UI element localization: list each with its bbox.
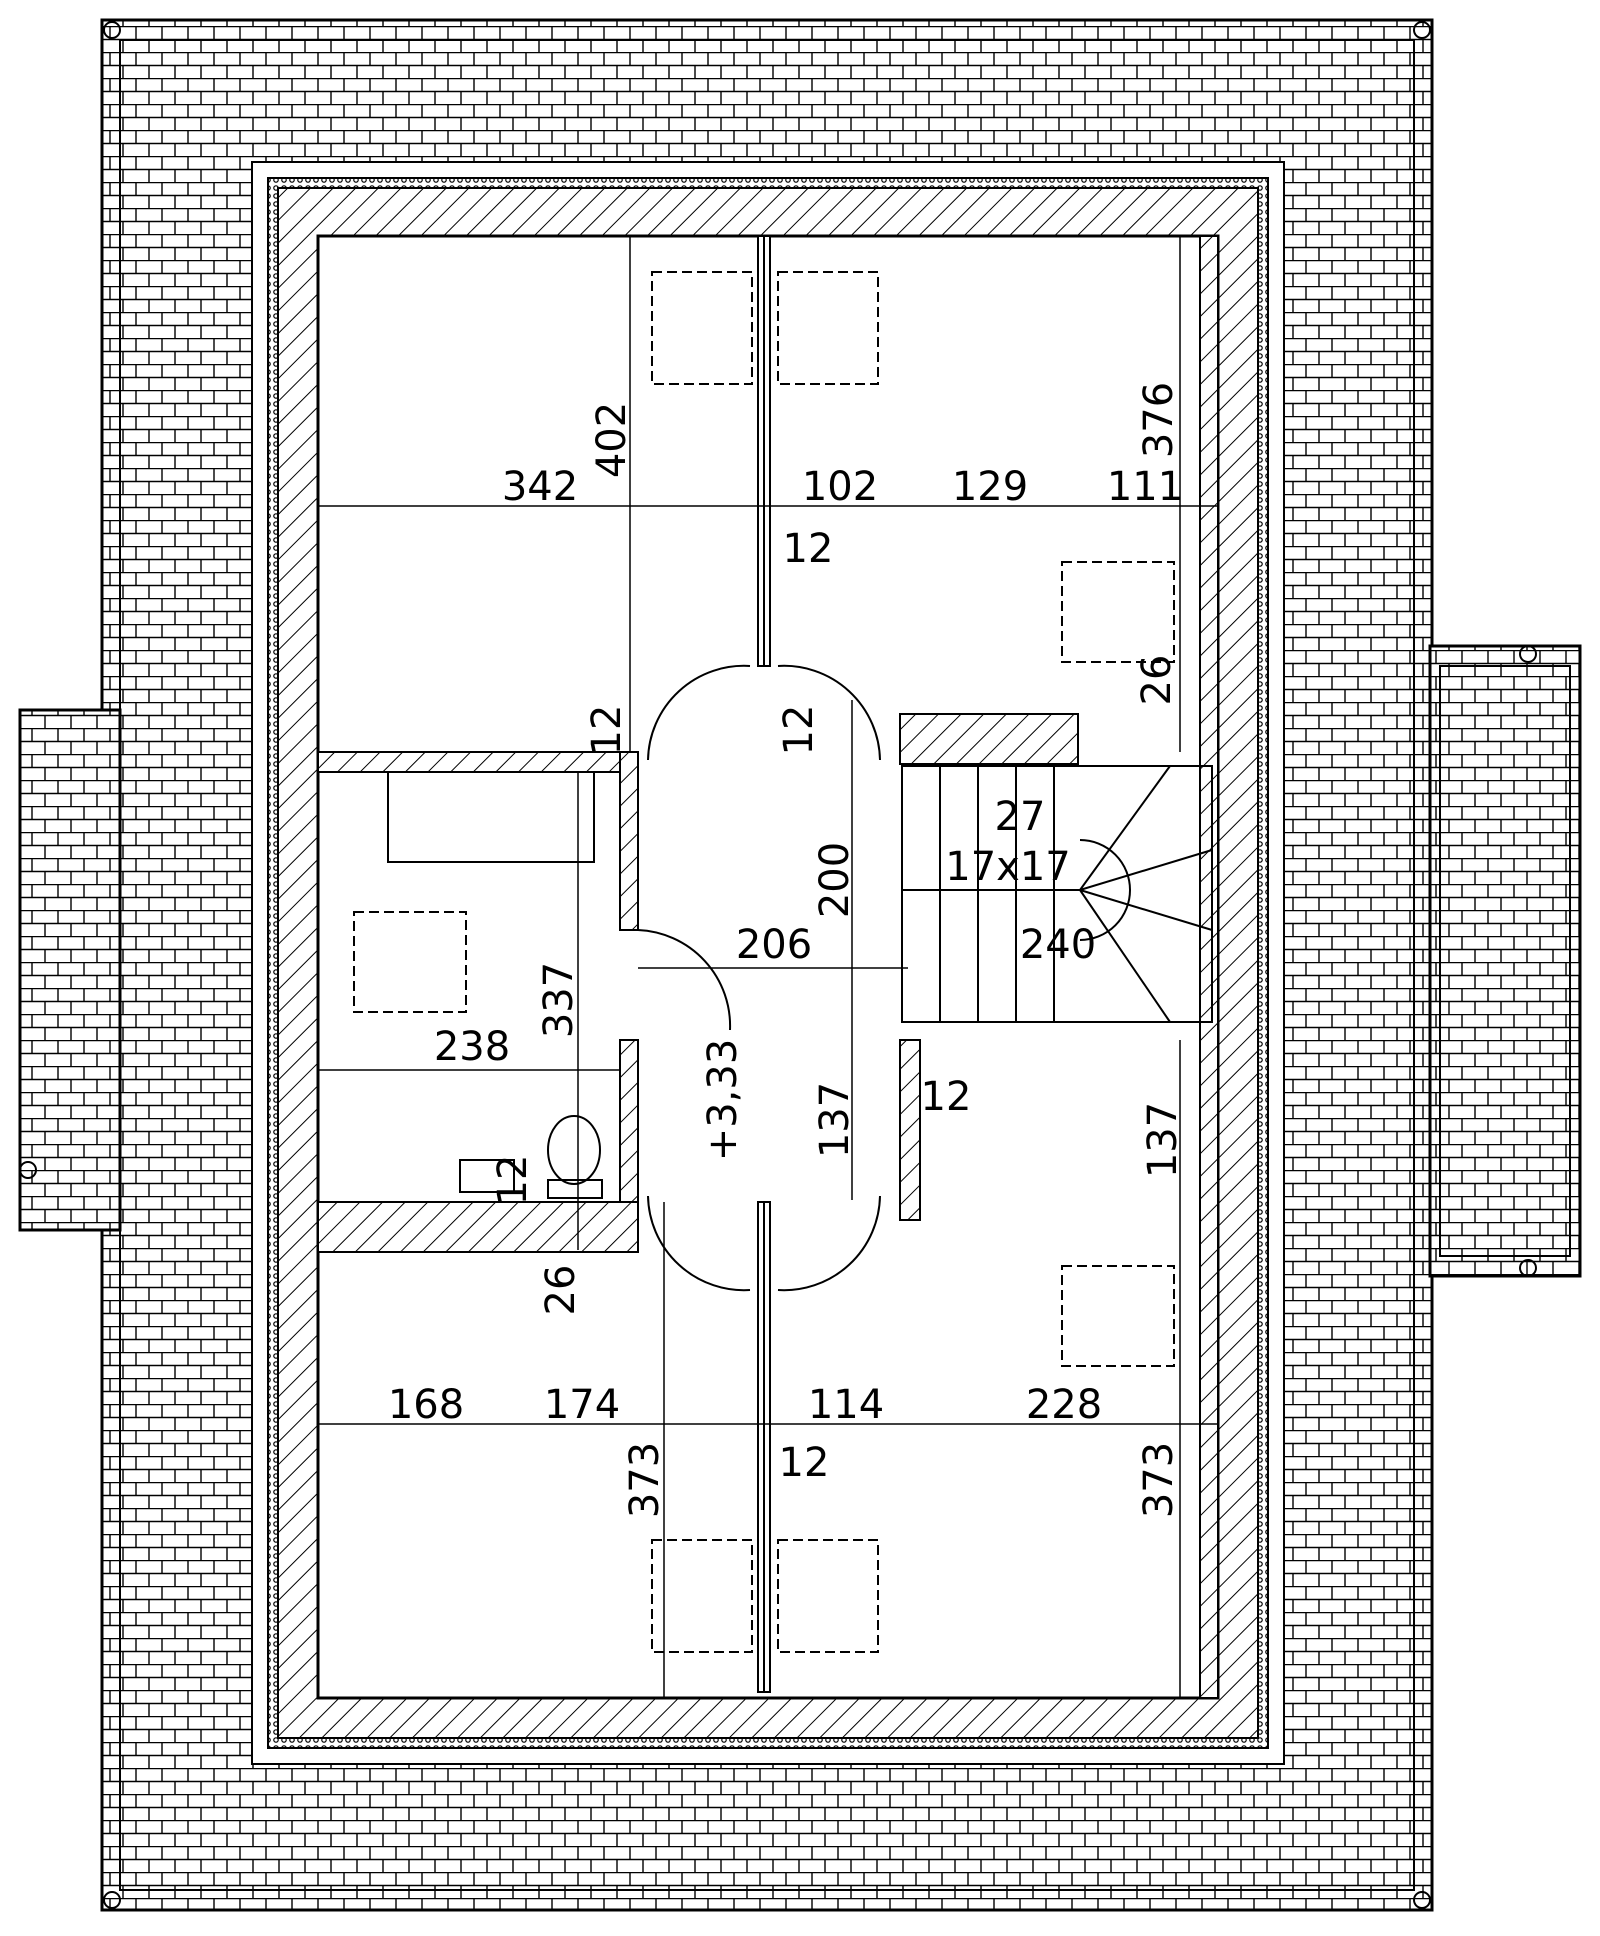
dim-102: 102 xyxy=(802,464,878,510)
roof-window-icon xyxy=(651,1539,753,1653)
dim-373a: 373 xyxy=(622,1442,668,1518)
dim-26a: 26 xyxy=(1134,655,1180,706)
dim-238: 238 xyxy=(434,1024,510,1070)
dim-402: 402 xyxy=(589,402,635,478)
dim-373b: 373 xyxy=(1136,1442,1182,1518)
dimension-labels: 342 402 102 129 111 376 12 12 12 26 27 1… xyxy=(388,382,1186,1518)
dim-206: 206 xyxy=(736,922,812,968)
level-marker: +3,33 xyxy=(700,1039,746,1162)
dim-12b: 12 xyxy=(584,705,630,756)
dim-137a: 137 xyxy=(812,1082,858,1158)
dim-26b: 26 xyxy=(538,1265,584,1316)
dim-129: 129 xyxy=(952,464,1028,510)
roof-corner-markers xyxy=(19,21,1537,1909)
dim-200: 200 xyxy=(812,842,858,918)
dim-337: 337 xyxy=(536,962,582,1038)
doors xyxy=(637,664,881,1292)
stair-riser-label: 17x17 xyxy=(945,844,1070,890)
roof-window-icon xyxy=(777,1539,879,1653)
stair-steps-label: 27 xyxy=(995,794,1046,840)
dim-342: 342 xyxy=(502,464,578,510)
staircase xyxy=(901,765,1213,1023)
wc-icon xyxy=(547,1115,601,1185)
dim-174: 174 xyxy=(544,1382,620,1428)
dim-12c: 12 xyxy=(776,705,822,756)
dim-137b: 137 xyxy=(1140,1102,1186,1178)
roof-windows xyxy=(353,271,1175,1653)
dim-114: 114 xyxy=(808,1382,884,1428)
sink-icon xyxy=(459,1159,515,1193)
dim-12f: 12 xyxy=(779,1440,830,1486)
interior-walls xyxy=(317,235,1219,1699)
dimension-lines xyxy=(318,236,1218,1698)
dim-12a: 12 xyxy=(783,526,834,572)
dim-376: 376 xyxy=(1136,382,1182,458)
dim-228: 228 xyxy=(1026,1382,1102,1428)
roof-window-icon xyxy=(651,271,753,385)
roof-window-icon xyxy=(777,271,879,385)
bathroom-fixtures xyxy=(387,771,603,1199)
dim-168: 168 xyxy=(388,1382,464,1428)
dim-12e: 12 xyxy=(490,1155,536,1206)
dim-240: 240 xyxy=(1020,922,1096,968)
dim-12d: 12 xyxy=(921,1074,972,1120)
dim-111: 111 xyxy=(1107,464,1183,510)
bathtub-icon xyxy=(387,771,595,863)
